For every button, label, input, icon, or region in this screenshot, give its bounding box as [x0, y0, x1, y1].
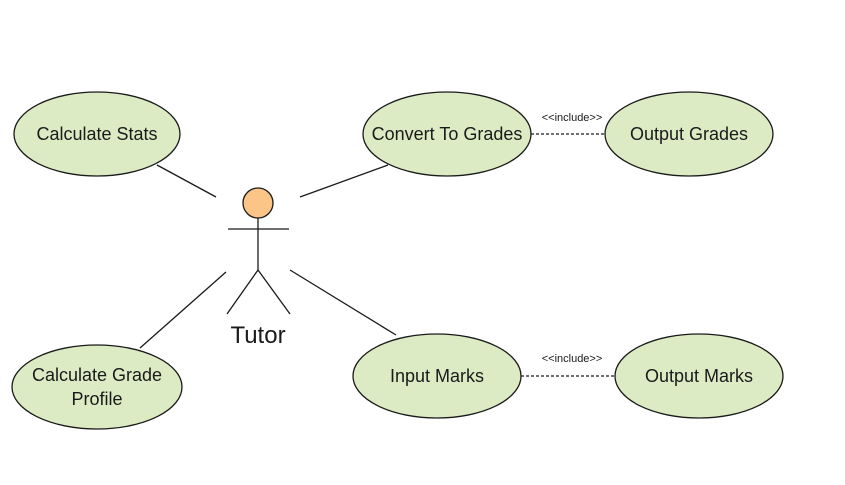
use-case-convert-to-grades: Convert To Grades — [362, 91, 532, 177]
assoc-convert-to-grades — [299, 164, 389, 198]
use-case-label: Output Marks — [645, 366, 753, 386]
assoc-calculate-stats — [156, 164, 217, 198]
actor-left-leg — [226, 269, 259, 315]
use-case-label-line2: Profile — [71, 389, 122, 409]
include-label-marks: <<include>> — [542, 353, 603, 365]
actor-right-leg — [257, 269, 291, 315]
use-case-output-grades: Output Grades — [604, 91, 774, 177]
use-case-label: Convert To Grades — [372, 124, 523, 144]
use-case-label: Output Grades — [630, 124, 748, 144]
actor-head — [242, 187, 274, 219]
include-label-grades: <<include>> — [542, 112, 603, 124]
use-case-label: Input Marks — [390, 366, 484, 386]
assoc-input-marks — [289, 269, 397, 336]
use-case-input-marks: Input Marks — [352, 333, 522, 419]
use-case-label-line1: Calculate Grade — [32, 365, 162, 385]
actor-label: Tutor — [230, 322, 285, 349]
use-case-output-marks: Output Marks — [614, 333, 784, 419]
use-case-calculate-grade-profile: Calculate Grade Profile — [11, 344, 183, 430]
actor-tutor: Tutor — [226, 187, 291, 349]
use-case-calculate-stats: Calculate Stats — [13, 91, 181, 177]
assoc-calculate-grade-profile — [139, 271, 227, 349]
use-case-label: Calculate Stats — [36, 124, 157, 144]
